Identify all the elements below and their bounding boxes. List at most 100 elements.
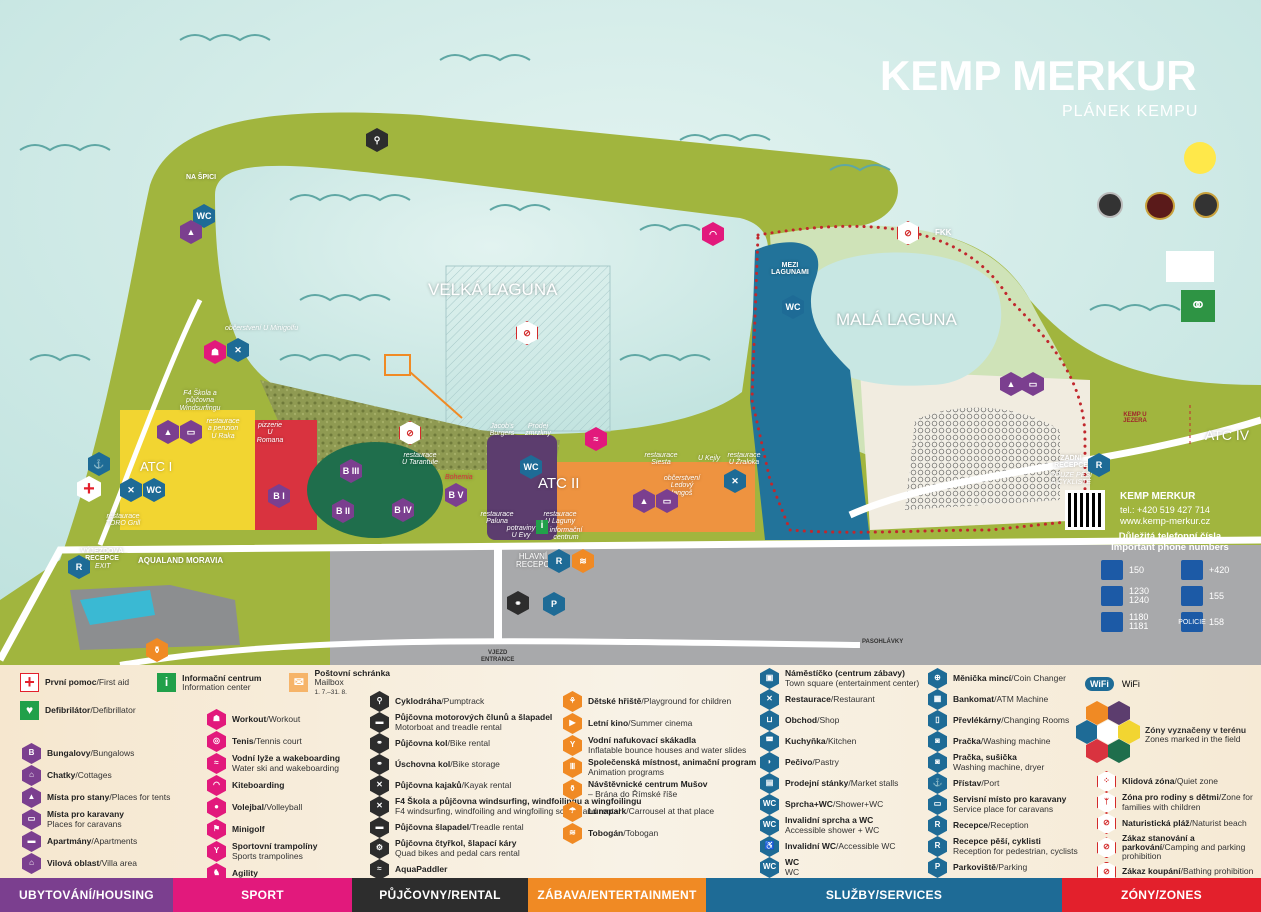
visitor-center-icon[interactable]: ⚱ [146,638,168,662]
washing-machine-icon: ◙ [928,731,947,752]
caravan-icon[interactable]: ▭ [656,489,678,513]
legend-label-en: F4 windsurfing, windfoiling and wingfoil… [395,805,621,816]
phone-number[interactable]: 1230 1240 [1129,586,1150,606]
bungalow-zone-biv[interactable]: B IV [392,498,414,522]
camp-map[interactable]: KEMP MERKUR PLÁNEK KEMPU ⚭ NA ŠPICI VELK… [0,0,1261,665]
callout-box [384,354,411,376]
legend-label-cz: Pečivo [785,756,813,767]
first-aid-icon: + [20,672,39,693]
legend-label-en: Carrousel at that place [628,805,715,816]
bike-storage-icon[interactable]: ⚭ [507,591,529,615]
legend-item-text: Pečivo/Pastry [785,756,839,767]
bounce-house-icon: Y [563,735,582,756]
phone-number[interactable]: 1180 1181 [1129,612,1149,632]
contact-website[interactable]: www.kemp-merkur.cz [1120,515,1211,527]
legend-item-text: Místa pro stany/Places for tents [47,791,171,802]
label-pasohlavky: PASOHLÁVKY [862,639,904,645]
wc-icon[interactable]: WC [782,295,804,319]
legend-label-cz: Cyklodráha [395,695,442,706]
restaurant-icon[interactable]: ✕ [120,478,142,502]
wc-icon[interactable]: WC [193,204,215,228]
restaurant-icon[interactable]: ✕ [724,469,746,493]
bungalow-zone-biii[interactable]: B III [340,459,362,483]
label-poi: restaurace a penzion U Raka [206,418,240,440]
award-badge [1145,192,1175,220]
port-icon[interactable]: ⚓ [88,452,110,476]
label-poi: restaurace U Žraloka [727,452,761,467]
label-atc4: ATC IV [1205,427,1250,443]
legend-label-en: Market stalls [850,777,899,788]
swimming-area [445,265,611,432]
info-center-icon[interactable]: i [536,520,548,534]
legend-label-en: Sports trampolines [232,850,303,861]
phone-number[interactable]: 150 [1129,564,1145,575]
main-reception-icon[interactable]: R [548,549,570,573]
bungalow-zone-bi[interactable]: B I [268,484,290,508]
legend-item-cinema: ▶Letní kino/Summer cinema [563,713,756,734]
contact-phone[interactable]: tel.: +420 519 427 714 [1120,504,1210,515]
changing-room-icon: ▯ [928,710,947,731]
shower-wc-icon: WC [760,794,779,815]
legend-label-cz: Kuchyňka [785,735,826,746]
label-poi: Jacob's Burgers [489,423,515,438]
tent-icon[interactable]: ▲ [1000,372,1022,396]
tent-icon[interactable]: ▲ [633,489,655,513]
legend-label-cz: Tobogán [588,827,624,838]
first-aid-icon[interactable]: + [77,476,101,502]
phone-number-item: 155 [1181,583,1251,609]
kiteboarding-icon[interactable]: ◠ [702,222,724,246]
legend-label-cz: Tenis [232,735,254,746]
fire-brigade-icon [1101,560,1123,581]
tent-icon[interactable]: ▲ [180,220,202,244]
legend-label-en: Volleyball [266,801,303,812]
legend-label-en: Summer cinema [630,717,693,728]
legend-item-text: Zóna pro rodiny s dětmi/Zone for familie… [1122,792,1253,812]
category-5: ZÓNY/ZONES [1062,878,1261,912]
restaurant-icon[interactable]: ✕ [227,338,249,362]
wifi-legend: WiFi WiFi [1085,677,1140,691]
caravan-icon[interactable]: ▭ [180,420,202,444]
cottage-icon: ⌂ [22,765,41,786]
category-2: PŮJČOVNY/RENTAL [352,878,528,912]
legend-item-text: Cyklodráha/Pumptrack [395,695,485,706]
phone-number[interactable]: +420 [1209,564,1230,575]
shower-wc-icon[interactable]: WC [520,455,542,479]
zone-color-swatch [1076,720,1098,744]
pedestrian-reception-icon[interactable]: R [1088,453,1110,477]
legend-label-cz: Poštovní schránka [314,668,391,678]
legend-item-changing-room: ▯Převlékárny/Changing Rooms [928,710,1078,731]
tent-icon[interactable]: ▲ [157,420,179,444]
legend-label-en: Kitchen [828,735,857,746]
legend-label-cz: Návštěvnické centrum Mušov [588,779,708,790]
zone-red [255,420,317,530]
pumptrack-icon[interactable]: ⚲ [366,128,388,152]
workout-icon[interactable]: ☗ [204,340,226,364]
waterslide-icon[interactable]: ≋ [572,549,594,573]
legend-item-bike-storage: ⚭Úschovna kol/Bike storage [370,754,642,775]
phone-number[interactable]: 155 [1209,590,1225,601]
qr-code[interactable] [1065,490,1105,530]
legend-label-cz: Půjčovna šlapadel [395,821,470,832]
waterski-icon[interactable]: ≈ [585,427,607,451]
bungalow-zone-bv[interactable]: B V [445,483,467,507]
wc-icon[interactable]: WC [143,478,165,502]
caravan-icon[interactable]: ▭ [1022,372,1044,396]
parking-icon[interactable]: P [543,592,565,616]
legend-label-cz: Obchod [785,714,818,725]
legend-label-cz: Bungalovy [47,747,91,758]
phone-number[interactable]: 158 [1209,616,1225,627]
mala-laguna [804,252,1002,386]
legend-label-en: Villa area [101,857,137,868]
playground-icon: ⚘ [563,691,582,712]
legend-label-en: Reception for pedestrian, cyclists [953,845,1078,856]
bungalow-zone-bii[interactable]: B II [332,499,354,523]
exit-reception-icon[interactable]: R [68,555,90,579]
reception-icon: R [928,815,947,836]
legend-item-text: Vilová oblast/Villa area [47,857,137,868]
